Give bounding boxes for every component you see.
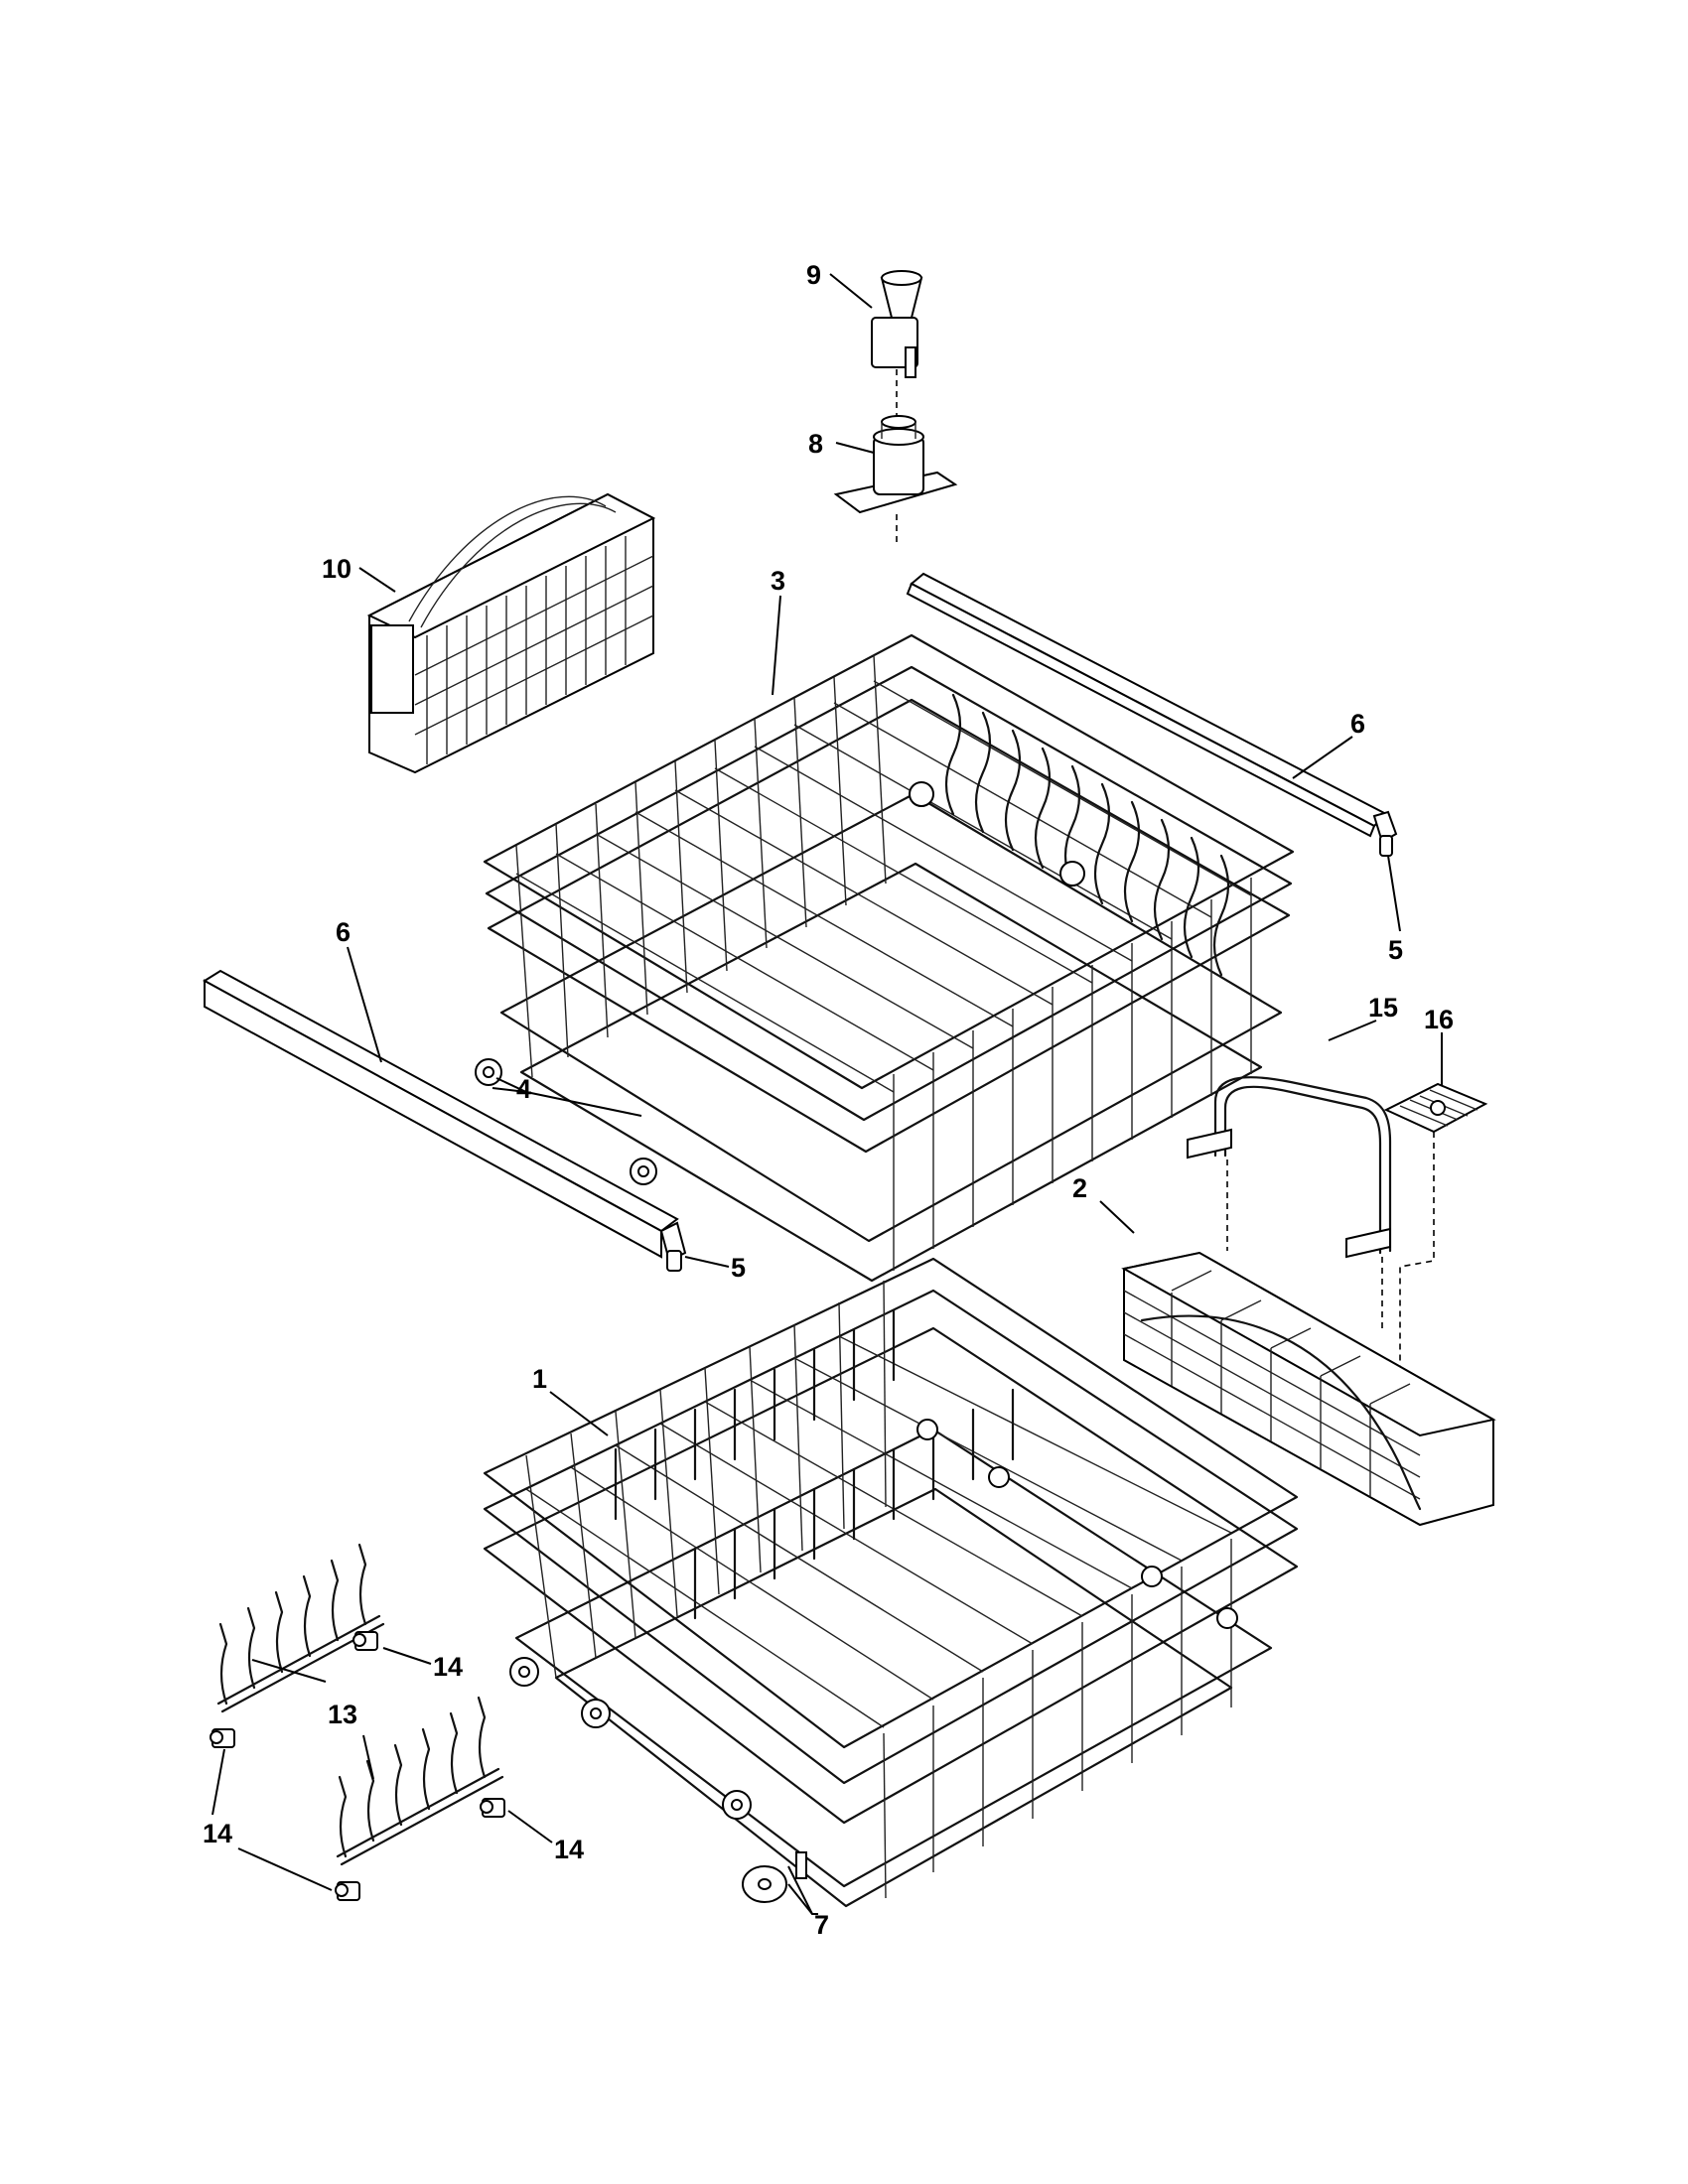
- callout-15: 15: [1368, 993, 1398, 1023]
- callout-4: 4: [516, 1074, 531, 1104]
- callout-8: 8: [808, 429, 823, 459]
- callout-6-left: 6: [336, 917, 351, 947]
- callout-16: 16: [1424, 1005, 1454, 1034]
- callout-5-left: 5: [731, 1253, 746, 1283]
- part-7-wheel: [742, 1851, 807, 1903]
- assembly-line: [1399, 1132, 1435, 1370]
- part-5-cap-left: [659, 1221, 687, 1272]
- part-5-cap-right: [1372, 810, 1398, 857]
- leader-lines: [211, 273, 1443, 1915]
- part-10-basket: [366, 492, 656, 774]
- part-14-clips: [210, 1631, 505, 1901]
- part-1-lower-rack: [483, 1257, 1299, 1908]
- part-3-upper-rack: [483, 633, 1295, 1283]
- part-15-handle: [1187, 1076, 1392, 1259]
- part-13-tine-row-lower: [336, 1696, 504, 1866]
- callout-13: 13: [328, 1700, 357, 1729]
- part-2-basket: [1121, 1251, 1496, 1527]
- callout-5-upper: 5: [1388, 935, 1403, 965]
- part-4-rollers: [475, 1058, 657, 1185]
- callout-14-b: 14: [203, 1819, 232, 1848]
- callout-9: 9: [806, 260, 821, 290]
- callout-7: 7: [814, 1910, 829, 1940]
- part-16-cover: [1383, 1082, 1488, 1134]
- callout-6-upper: 6: [1350, 709, 1365, 739]
- callout-10: 10: [322, 554, 352, 584]
- callout-14-c: 14: [554, 1835, 584, 1864]
- callout-2: 2: [1072, 1173, 1087, 1203]
- callout-1: 1: [532, 1364, 547, 1394]
- part-13-tine-row-upper: [216, 1543, 385, 1713]
- callouts: 9 8 10 3 6 5 6 4 5 15 16 2 1 7 14 13 14 …: [203, 260, 1454, 1940]
- part-6-rail-left: [203, 969, 679, 1259]
- callout-3: 3: [771, 566, 785, 596]
- part-8-mount: [833, 415, 958, 514]
- callout-14-a: 14: [433, 1652, 463, 1682]
- part-9-nozzle: [871, 270, 923, 378]
